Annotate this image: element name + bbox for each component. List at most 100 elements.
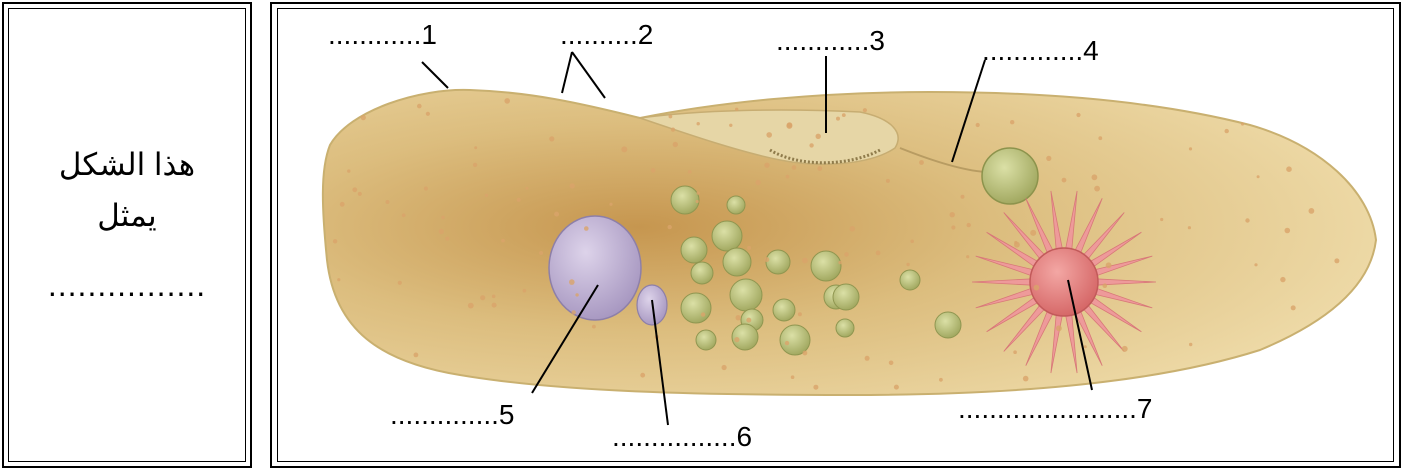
granule <box>1094 186 1100 192</box>
food-vacuole <box>780 325 810 355</box>
food-vacuole <box>671 186 699 214</box>
label-3[interactable]: ............3 <box>776 25 885 56</box>
food-vacuole <box>811 251 841 281</box>
granule <box>785 341 789 345</box>
food-vacuole <box>723 248 751 276</box>
granule <box>609 203 612 206</box>
granule <box>673 142 678 147</box>
granule <box>802 258 808 264</box>
granule <box>426 112 430 116</box>
granule <box>961 195 965 199</box>
granule <box>817 166 822 171</box>
granule <box>651 168 656 173</box>
granule <box>910 240 914 244</box>
granule <box>549 136 554 141</box>
granule <box>688 170 692 174</box>
food-vacuole <box>766 250 790 274</box>
granule <box>906 263 909 266</box>
granule <box>474 146 477 149</box>
granule <box>1285 228 1291 234</box>
granule <box>1014 241 1017 244</box>
granule <box>722 365 727 370</box>
macronucleus <box>549 216 641 320</box>
granule <box>668 225 672 229</box>
granule <box>1056 325 1062 331</box>
granule <box>1280 277 1285 282</box>
granule <box>492 295 496 299</box>
granule <box>640 373 645 378</box>
granule <box>441 216 445 220</box>
granule <box>569 279 575 285</box>
label-1[interactable]: ............1 <box>328 19 437 50</box>
granule <box>950 212 955 217</box>
granule <box>575 293 578 296</box>
granule <box>813 385 818 390</box>
granule <box>755 180 760 185</box>
food-vacuole <box>727 196 745 214</box>
granule <box>951 225 955 229</box>
granule <box>836 117 840 121</box>
granule <box>485 194 488 197</box>
granule <box>1245 218 1249 222</box>
granule <box>894 385 899 390</box>
granule <box>504 98 510 104</box>
food-vacuole <box>681 293 711 323</box>
granule <box>1010 120 1014 124</box>
granule <box>876 251 881 256</box>
granule <box>696 200 699 203</box>
granule <box>592 325 596 329</box>
granule <box>764 163 769 168</box>
granule <box>729 124 732 127</box>
granule <box>798 312 802 316</box>
granule <box>1023 376 1029 382</box>
granule <box>671 128 675 132</box>
granule <box>333 239 337 243</box>
granule <box>939 378 943 382</box>
granule <box>863 108 867 112</box>
pointer-line-2b <box>572 52 605 98</box>
granule <box>886 179 890 183</box>
pointer-line-1 <box>422 62 448 88</box>
pointer-line-2a <box>562 52 572 93</box>
granule <box>1254 263 1257 266</box>
granule <box>766 132 772 138</box>
label-5[interactable]: ..............5 <box>390 399 514 430</box>
label-2[interactable]: ..........2 <box>560 19 653 50</box>
granule <box>1122 346 1128 352</box>
granule <box>838 261 841 264</box>
label-4[interactable]: .............4 <box>982 35 1099 66</box>
granule <box>445 237 449 241</box>
granule <box>523 289 527 293</box>
granule <box>417 104 422 109</box>
food-vacuole <box>696 330 716 350</box>
granule <box>736 315 741 320</box>
food-vacuole <box>833 284 859 310</box>
granule <box>584 226 589 231</box>
granule <box>669 115 673 119</box>
granule <box>1076 113 1080 117</box>
food-vacuole-forming <box>982 148 1038 204</box>
food-vacuole <box>773 299 795 321</box>
granule <box>621 146 627 152</box>
granule <box>1062 178 1067 183</box>
granule <box>889 361 894 366</box>
food-vacuole <box>712 221 742 251</box>
granule <box>572 310 576 314</box>
food-vacuole <box>730 279 762 311</box>
granule <box>402 213 406 217</box>
granule <box>1103 283 1108 288</box>
granule <box>439 229 444 234</box>
food-vacuole <box>836 319 854 337</box>
food-vacuole <box>732 324 758 350</box>
granule <box>701 312 705 316</box>
granule <box>1188 226 1191 229</box>
granule <box>1225 129 1229 133</box>
label-7[interactable]: .......................7 <box>958 393 1153 424</box>
granule <box>347 169 350 172</box>
label-6[interactable]: ................6 <box>612 421 752 452</box>
granule <box>1309 208 1315 214</box>
granule <box>1291 305 1296 310</box>
granule <box>803 351 808 356</box>
granule <box>1092 174 1098 180</box>
